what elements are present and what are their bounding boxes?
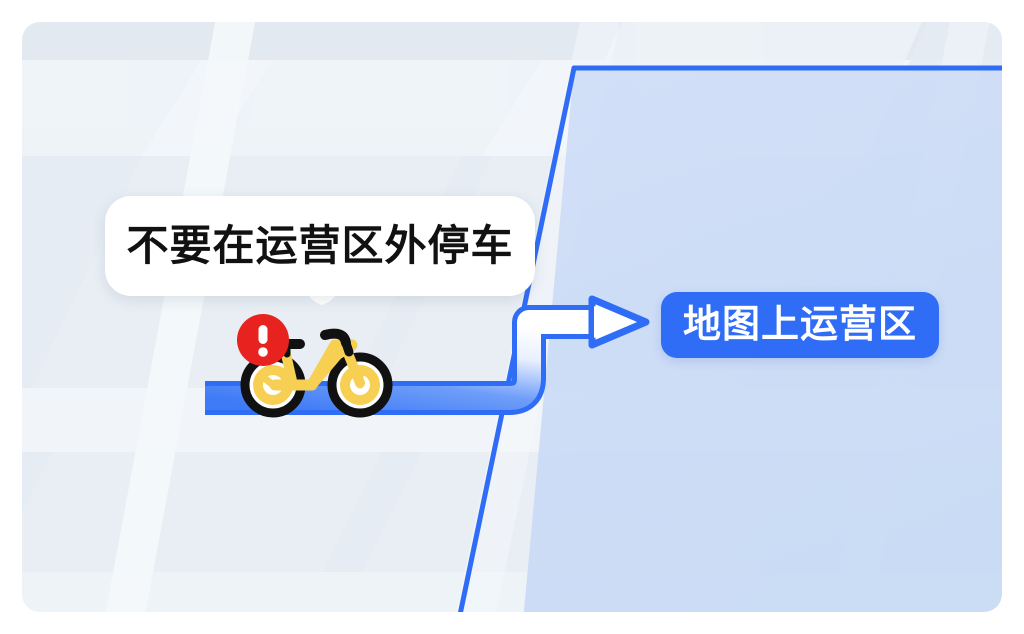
operating-zone-boundary <box>453 65 1002 612</box>
speech-bubble-text: 不要在运营区外停车 <box>126 222 514 269</box>
operating-zone-label-text: 地图上运营区 <box>682 304 917 346</box>
operating-zone-label-badge: 地图上运营区 <box>661 292 939 358</box>
speech-bubble: 不要在运营区外停车 <box>105 196 535 296</box>
